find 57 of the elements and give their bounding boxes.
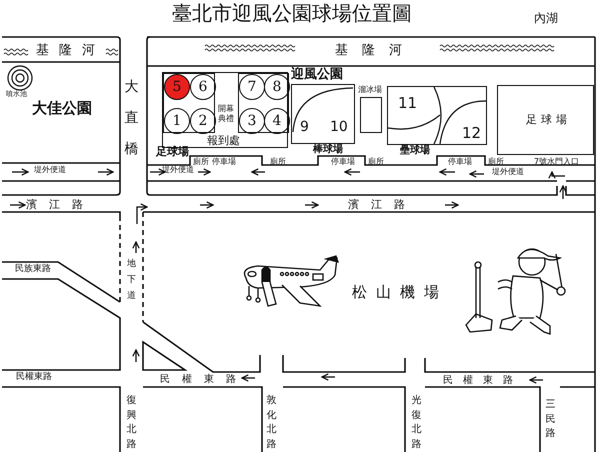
road-label: 光復北路 — [411, 394, 422, 452]
field-name: 壘球場 — [400, 146, 430, 156]
road-label: 堤外便道 — [492, 168, 524, 176]
road-label: 三民路 — [545, 398, 556, 441]
field-number: 3 — [246, 114, 258, 128]
place-label: 基隆河 — [335, 44, 416, 57]
facility-label: 廁所 — [368, 158, 384, 166]
map-title: 臺北市迎風公園球場位置圖 — [172, 3, 412, 23]
field-circle — [190, 74, 216, 100]
facility-label: 停車場 — [212, 158, 236, 166]
place-label: 報到處 — [207, 135, 240, 146]
field-number: 10 — [330, 120, 348, 134]
place-label: 松山機場 — [352, 285, 448, 300]
field-circle — [239, 108, 265, 134]
facility-label: 廁所 — [270, 158, 286, 166]
field-circle — [164, 74, 190, 100]
field-number: 8 — [272, 80, 282, 94]
place-label: 迎風公園 — [291, 68, 343, 81]
road-label: 敦化北路 — [266, 394, 276, 452]
road-label: 濱江路 — [348, 199, 417, 210]
field-number: 12 — [462, 126, 482, 141]
place-label: 基隆河 — [36, 44, 105, 57]
road-label: 堤外便道 — [34, 166, 66, 174]
field-number: 2 — [198, 114, 208, 128]
road-label: 地下道 — [127, 258, 136, 304]
place-label: 足球場 — [526, 114, 571, 125]
place-label: 大佳公園 — [32, 101, 92, 116]
field-number: 9 — [300, 120, 309, 134]
field-group-box — [238, 73, 289, 133]
road-label: 復興北路 — [126, 394, 136, 452]
field-number: 1 — [172, 114, 182, 128]
field-group-box — [163, 73, 215, 133]
field-circle — [190, 108, 216, 134]
field-number: 4 — [272, 114, 282, 128]
field-number: 11 — [398, 96, 418, 111]
place-label: 溜冰場 — [358, 86, 382, 94]
field-number: 7 — [246, 80, 258, 94]
place-label: 內湖 — [534, 12, 558, 24]
facility-label: 停車場 — [331, 158, 355, 166]
soccer-field — [497, 85, 594, 155]
field-number: 6 — [198, 80, 208, 94]
facility-label: 停車場 — [448, 158, 472, 166]
field-number: 5 — [172, 80, 182, 94]
place-label: 大直橋 — [124, 78, 139, 159]
road-label: 民權東路 — [443, 376, 523, 386]
facility-label: 廁所 — [193, 158, 209, 166]
road-label: 民權東路 — [160, 375, 248, 385]
facility-label: 廁所 — [488, 158, 504, 166]
road-label: 民族東路 — [15, 265, 51, 274]
field-circle — [164, 108, 190, 134]
road-label: 民權東路 — [16, 373, 52, 382]
field-circle — [264, 108, 290, 134]
field-circle — [239, 74, 265, 100]
road-label: 濱江路 — [26, 199, 95, 210]
field-name: 棒球場 — [313, 145, 343, 155]
field-circle — [264, 74, 290, 100]
place-label: 開幕典禮 — [218, 104, 235, 124]
